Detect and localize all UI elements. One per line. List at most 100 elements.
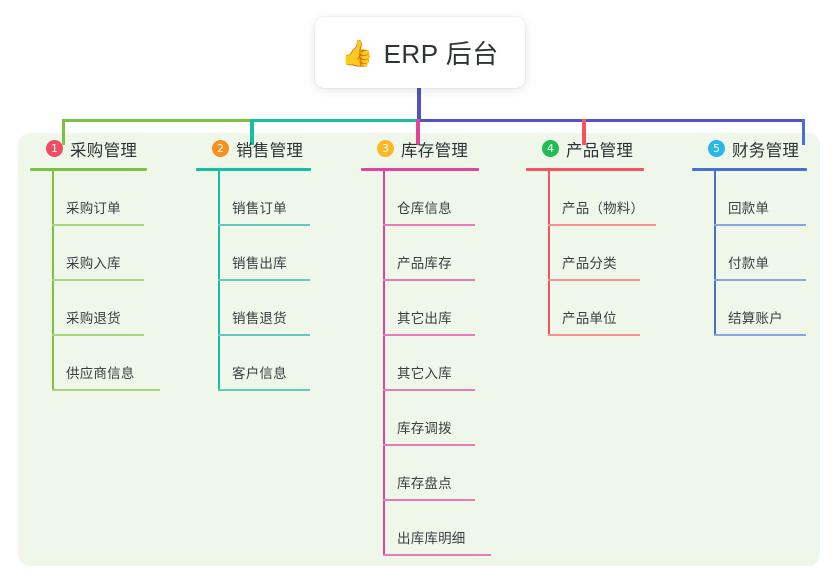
branch-badge-2: 2: [212, 140, 229, 157]
branch-item-label: 产品（物料）: [562, 201, 645, 216]
branch-item[interactable]: 销售退货: [196, 281, 346, 336]
branch-item-rule: [714, 334, 806, 336]
branch-item-label: 产品分类: [562, 256, 617, 271]
branch-item-label: 其它出库: [397, 311, 452, 326]
branch-item[interactable]: 采购退货: [30, 281, 180, 336]
branch-item-label: 出库库明细: [397, 531, 466, 546]
root-node-content: 👍 ERP 后台: [341, 34, 499, 71]
branch-header-rule-3: [361, 168, 479, 171]
branch-item-rule: [383, 444, 475, 446]
branch-spine-4: [548, 171, 550, 336]
branch-item-rule: [218, 334, 310, 336]
branch-items-2: 销售订单销售出库销售退货客户信息: [196, 171, 346, 391]
branch-item[interactable]: 付款单: [692, 226, 832, 281]
branch-items-5: 回款单付款单结算账户: [692, 171, 832, 336]
branch-item[interactable]: 出库库明细: [361, 501, 511, 556]
branch-column-5: 5 财务管理回款单付款单结算账户: [692, 133, 832, 336]
branch-column-3: 3 库存管理仓库信息产品库存其它出库其它入库库存调拨库存盘点出库库明细: [361, 133, 511, 556]
branch-item-label: 回款单: [728, 201, 770, 216]
branch-item-rule: [383, 499, 475, 501]
trunk-line: [417, 88, 421, 123]
branch-item[interactable]: 销售订单: [196, 171, 346, 226]
branch-item-rule: [383, 389, 475, 391]
branch-item-label: 库存调拨: [397, 421, 452, 436]
branch-item-rule: [714, 279, 806, 281]
branch-item-label: 产品库存: [397, 256, 452, 271]
branch-item-label: 采购入库: [66, 256, 121, 271]
branch-header-rule-5: [692, 168, 807, 171]
branch-item[interactable]: 仓库信息: [361, 171, 511, 226]
branch-item-rule: [52, 224, 144, 226]
branch-item-rule: [218, 279, 310, 281]
drop-line-5: [801, 119, 806, 145]
branch-item-rule: [52, 389, 160, 391]
branch-title-3: 库存管理: [401, 141, 469, 160]
drop-line-1: [61, 119, 66, 145]
branch-item[interactable]: 结算账户: [692, 281, 832, 336]
branch-header-rule-4: [526, 168, 644, 171]
branch-item[interactable]: 产品分类: [526, 226, 676, 281]
root-node-card[interactable]: 👍 ERP 后台: [315, 17, 525, 88]
branch-item-label: 库存盘点: [397, 476, 452, 491]
branch-item-label: 客户信息: [232, 366, 287, 381]
branch-spine-1: [52, 171, 54, 391]
branch-item-rule: [383, 279, 475, 281]
branch-spine-5: [714, 171, 716, 336]
branch-item[interactable]: 客户信息: [196, 336, 346, 391]
branch-item[interactable]: 采购入库: [30, 226, 180, 281]
bar-segment-indigo: [418, 119, 805, 123]
branch-item[interactable]: 库存盘点: [361, 446, 511, 501]
branch-item-rule: [714, 224, 806, 226]
branch-item-rule: [548, 334, 640, 336]
branch-item[interactable]: 产品（物料）: [526, 171, 676, 226]
drop-line-2: [250, 119, 254, 145]
branch-column-2: 2 销售管理销售订单销售出库销售退货客户信息: [196, 133, 346, 391]
branch-item-rule: [383, 224, 475, 226]
branch-items-3: 仓库信息产品库存其它出库其它入库库存调拨库存盘点出库库明细: [361, 171, 511, 556]
branch-item[interactable]: 库存调拨: [361, 391, 511, 446]
branch-badge-5: 5: [708, 140, 725, 157]
branch-item[interactable]: 产品库存: [361, 226, 511, 281]
branch-item-label: 付款单: [728, 256, 770, 271]
branch-item-rule: [548, 279, 640, 281]
branch-spine-2: [218, 171, 220, 391]
root-node-title: ERP 后台: [383, 39, 499, 69]
branch-item[interactable]: 供应商信息: [30, 336, 180, 391]
branch-badge-1: 1: [46, 140, 63, 157]
branch-header-2[interactable]: 2 销售管理: [196, 133, 346, 164]
branch-item-label: 销售退货: [232, 311, 287, 326]
branch-item-rule: [218, 224, 310, 226]
branch-badge-3: 3: [377, 140, 394, 157]
branch-title-5: 财务管理: [732, 141, 800, 160]
branch-header-3[interactable]: 3 库存管理: [361, 133, 511, 164]
diagram-background-panel: [18, 133, 820, 566]
branch-item-label: 其它入库: [397, 366, 452, 381]
branch-item-rule: [383, 334, 475, 336]
branch-item-label: 销售订单: [232, 201, 287, 216]
branch-item-rule: [52, 279, 144, 281]
drop-line-4: [582, 119, 586, 145]
branch-title-2: 销售管理: [236, 141, 304, 160]
branch-item[interactable]: 其它入库: [361, 336, 511, 391]
branch-item-label: 仓库信息: [397, 201, 452, 216]
branch-items-4: 产品（物料） 产品分类产品单位: [526, 171, 676, 336]
branch-item-label: 产品单位: [562, 311, 617, 326]
branch-item[interactable]: 销售出库: [196, 226, 346, 281]
branch-item-rule: [218, 389, 310, 391]
branch-item-rule: [548, 224, 656, 226]
branch-item[interactable]: 回款单: [692, 171, 832, 226]
branch-header-5[interactable]: 5 财务管理: [692, 133, 832, 164]
branch-item-rule: [52, 334, 144, 336]
branch-item-label: 销售出库: [232, 256, 287, 271]
branch-item[interactable]: 采购订单: [30, 171, 180, 226]
branch-header-rule-1: [30, 168, 147, 171]
branch-item[interactable]: 产品单位: [526, 281, 676, 336]
branch-item-label: 供应商信息: [66, 366, 135, 381]
branch-spine-3: [383, 171, 385, 556]
branch-item-label: 采购退货: [66, 311, 121, 326]
branch-item[interactable]: 其它出库: [361, 281, 511, 336]
